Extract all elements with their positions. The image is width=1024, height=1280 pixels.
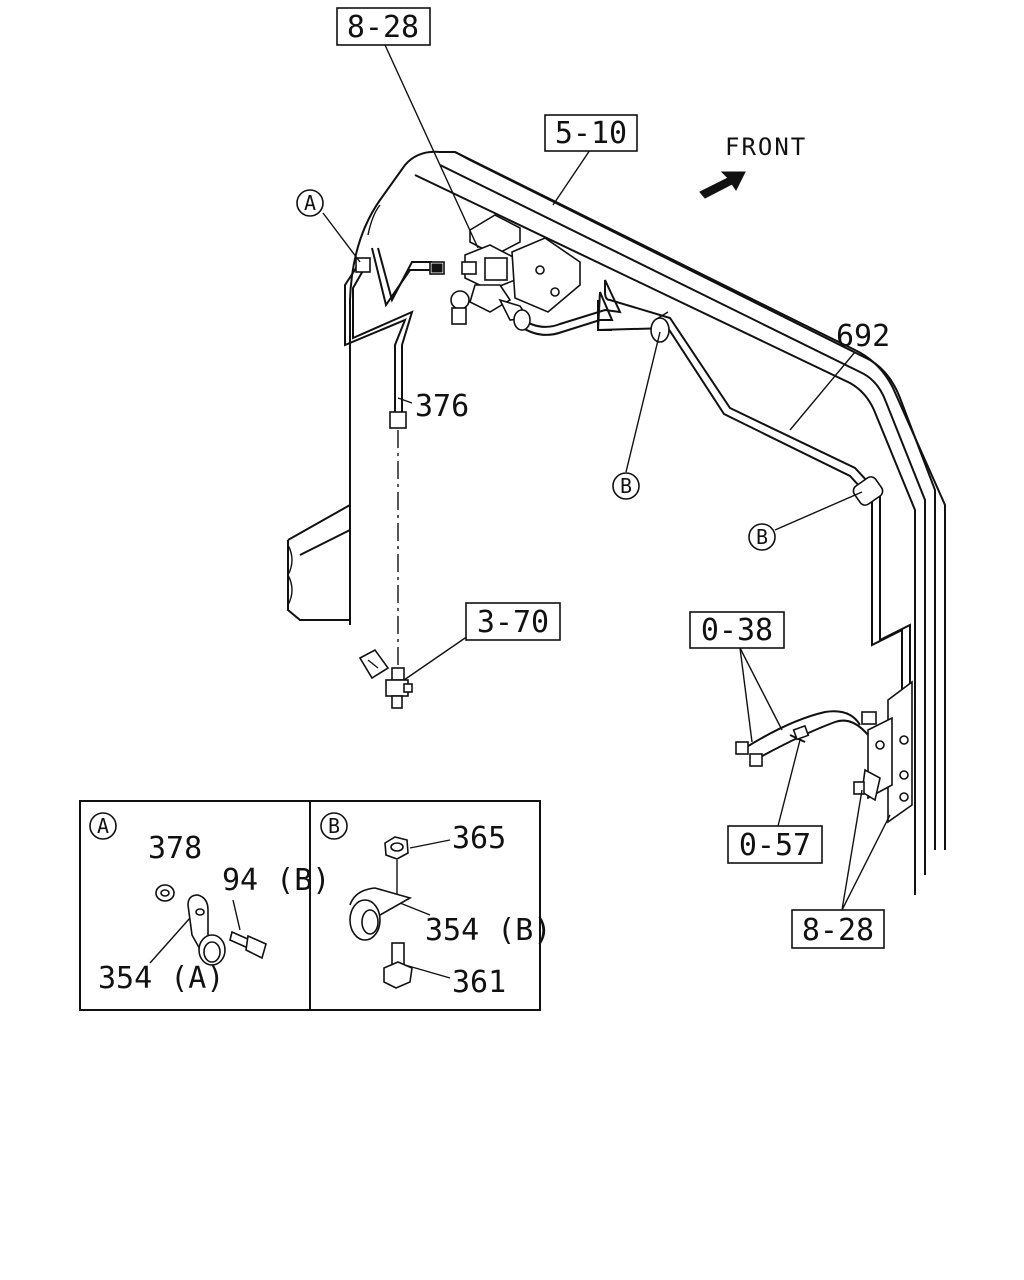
ref-box-0-38: 0-38 <box>689 611 785 649</box>
lower-fitting <box>358 648 413 709</box>
part-number-378: 378 <box>148 831 202 866</box>
callout-a-top: A <box>296 189 324 217</box>
clip-b-mid <box>650 311 670 343</box>
front-label: FRONT <box>725 133 807 161</box>
svg-text:0-57: 0-57 <box>739 828 811 863</box>
part-number-354b: 354 (B) <box>425 913 551 948</box>
svg-text:B: B <box>756 525 768 549</box>
svg-text:5-10: 5-10 <box>555 116 627 151</box>
right-bracket <box>853 680 913 824</box>
svg-text:8-28: 8-28 <box>347 10 419 45</box>
front-arrow: FRONT <box>699 133 807 199</box>
clip-b-right <box>852 476 884 506</box>
svg-text:8-28: 8-28 <box>802 913 874 948</box>
hoses <box>735 710 869 767</box>
valve-assembly <box>355 214 581 331</box>
ref-box-bottom-8-28: 8-28 <box>791 909 885 949</box>
part-number-94b: 94 (B) <box>222 863 330 898</box>
leader-lines <box>322 44 891 911</box>
part-number-692: 692 <box>836 319 890 354</box>
ref-box-0-57: 0-57 <box>727 825 823 864</box>
part-number-365: 365 <box>452 821 506 856</box>
part-number-361: 361 <box>452 965 506 1000</box>
ref-box-3-70: 3-70 <box>465 602 561 641</box>
detail-a: A 378 94 (B) 354 (A) <box>89 812 330 996</box>
detail-a-key: A <box>97 814 109 838</box>
ref-box-5-10: 5-10 <box>544 114 638 152</box>
pipe-376 <box>344 247 432 670</box>
svg-text:A: A <box>304 191 316 215</box>
svg-text:0-38: 0-38 <box>701 613 773 648</box>
detail-b: B 365 354 (B) 361 <box>320 812 551 1000</box>
detail-b-key: B <box>328 814 340 838</box>
detail-panel <box>79 800 541 1011</box>
svg-text:B: B <box>620 474 632 498</box>
callout-b-mid: B <box>612 472 640 500</box>
svg-text:3-70: 3-70 <box>477 605 549 640</box>
cab-frame-outline <box>287 150 946 895</box>
callout-b-right: B <box>748 523 776 551</box>
front-arrow-icon <box>699 171 746 199</box>
part-number-354a: 354 (A) <box>98 961 224 996</box>
ref-box-top-8-28: 8-28 <box>336 7 431 46</box>
part-number-376: 376 <box>415 389 469 424</box>
